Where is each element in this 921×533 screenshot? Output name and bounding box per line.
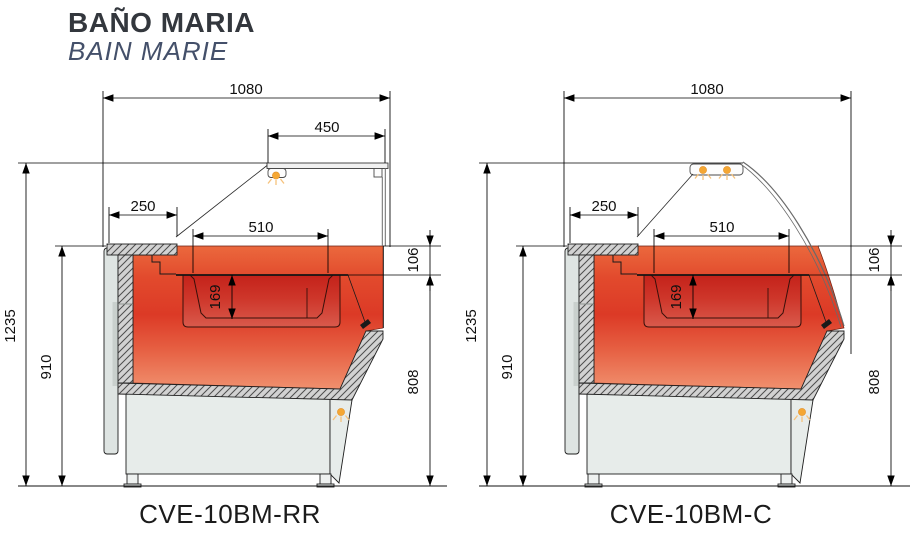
dim-label-pan-depth: 169 bbox=[668, 284, 685, 309]
diagram-straight-glass: 1080 450 250 510 1235 910 106 169 808 bbox=[2, 81, 447, 488]
left-wall bbox=[578, 254, 595, 384]
canopy-bar bbox=[266, 162, 389, 169]
dim-label-canopy-width: 450 bbox=[314, 119, 339, 136]
dim-label-well-top-drop: 106 bbox=[405, 247, 422, 272]
canopy bbox=[689, 163, 744, 180]
dim-label-worktop-height: 910 bbox=[38, 354, 55, 379]
rear-glass-diagonal bbox=[636, 173, 694, 238]
dim-label-well-top-drop: 106 bbox=[866, 247, 883, 272]
cabinet-body bbox=[103, 247, 353, 488]
lamp-icon bbox=[267, 171, 285, 185]
dimension-labels: 1080 250 510 1235 910 106 169 808 bbox=[463, 81, 883, 395]
lamp-icon bbox=[694, 166, 712, 180]
lamp-housing bbox=[689, 163, 744, 176]
dimension-lines bbox=[479, 91, 902, 486]
figure-cve-10bm-c: 1080 250 510 1235 910 106 169 808 CVE-10… bbox=[461, 80, 921, 530]
foot-left bbox=[126, 473, 139, 485]
insulated-walls bbox=[567, 243, 845, 401]
dim-label-pan-depth: 169 bbox=[207, 284, 224, 309]
floor-and-front-wall bbox=[117, 330, 384, 401]
back-panel-inner-strip bbox=[573, 302, 579, 386]
left-wall bbox=[117, 254, 134, 384]
lower-lamp-icon bbox=[332, 408, 350, 422]
front-glass-curved bbox=[739, 161, 845, 328]
rear-glass-diagonal bbox=[175, 165, 268, 238]
model-label-c: CVE-10BM-C bbox=[609, 499, 773, 529]
foot-left bbox=[587, 473, 600, 485]
cabinet-body bbox=[564, 247, 814, 488]
front-latch bbox=[821, 319, 832, 329]
back-panel-inner-strip bbox=[112, 302, 118, 386]
lower-lamp-icon bbox=[793, 408, 811, 422]
foot-right bbox=[780, 473, 793, 485]
floor-and-front-wall bbox=[578, 330, 845, 401]
counter-slab bbox=[106, 243, 178, 256]
page-title: BAÑO MARIA bbox=[68, 7, 255, 38]
lamp-icon bbox=[718, 166, 736, 180]
dim-label-front-height: 808 bbox=[866, 369, 883, 394]
dim-label-counter-depth: 250 bbox=[591, 198, 616, 215]
dim-label-total-width: 1080 bbox=[690, 81, 723, 98]
pan-basin-outline bbox=[189, 274, 334, 319]
pan-basin-outline bbox=[650, 274, 795, 319]
pan-to-latch-line bbox=[347, 274, 366, 323]
base-cabinet bbox=[125, 391, 331, 475]
dim-label-counter-depth: 250 bbox=[130, 198, 155, 215]
front-latch bbox=[360, 319, 371, 329]
base-cabinet bbox=[586, 391, 792, 475]
dim-label-front-height: 808 bbox=[405, 369, 422, 394]
counter-slab bbox=[567, 243, 639, 256]
figure-cve-10bm-rr: 1080 450 250 510 1235 910 106 169 808 CV… bbox=[0, 80, 460, 530]
diagram-curved-glass: 1080 250 510 1235 910 106 169 808 bbox=[463, 81, 910, 488]
canopy bbox=[266, 162, 389, 185]
dimension-labels: 1080 450 250 510 1235 910 106 169 808 bbox=[2, 81, 422, 395]
bain-marie-pan bbox=[637, 274, 809, 328]
base-right-skin bbox=[790, 391, 814, 484]
dim-label-overall-height: 1235 bbox=[463, 309, 480, 342]
dim-label-well-width: 510 bbox=[709, 219, 734, 236]
dim-label-worktop-height: 910 bbox=[499, 354, 516, 379]
bain-marie-pan bbox=[176, 274, 348, 328]
page-subtitle: BAIN MARIE bbox=[68, 36, 229, 67]
page-header: BAÑO MARIA BAIN MARIE bbox=[68, 7, 255, 67]
pan-to-latch-line bbox=[808, 274, 827, 323]
dim-label-total-width: 1080 bbox=[229, 81, 262, 98]
canopy-clip bbox=[373, 168, 383, 178]
model-label-rr: CVE-10BM-RR bbox=[139, 499, 321, 529]
insulated-walls bbox=[106, 243, 384, 401]
front-glass-straight bbox=[381, 168, 386, 328]
pan-body bbox=[182, 274, 341, 328]
dim-label-well-width: 510 bbox=[248, 219, 273, 236]
base-right-skin bbox=[329, 391, 353, 484]
dimension-lines bbox=[18, 91, 441, 486]
pan-body bbox=[643, 274, 802, 328]
dim-label-overall-height: 1235 bbox=[2, 309, 19, 342]
foot-right bbox=[319, 473, 332, 485]
